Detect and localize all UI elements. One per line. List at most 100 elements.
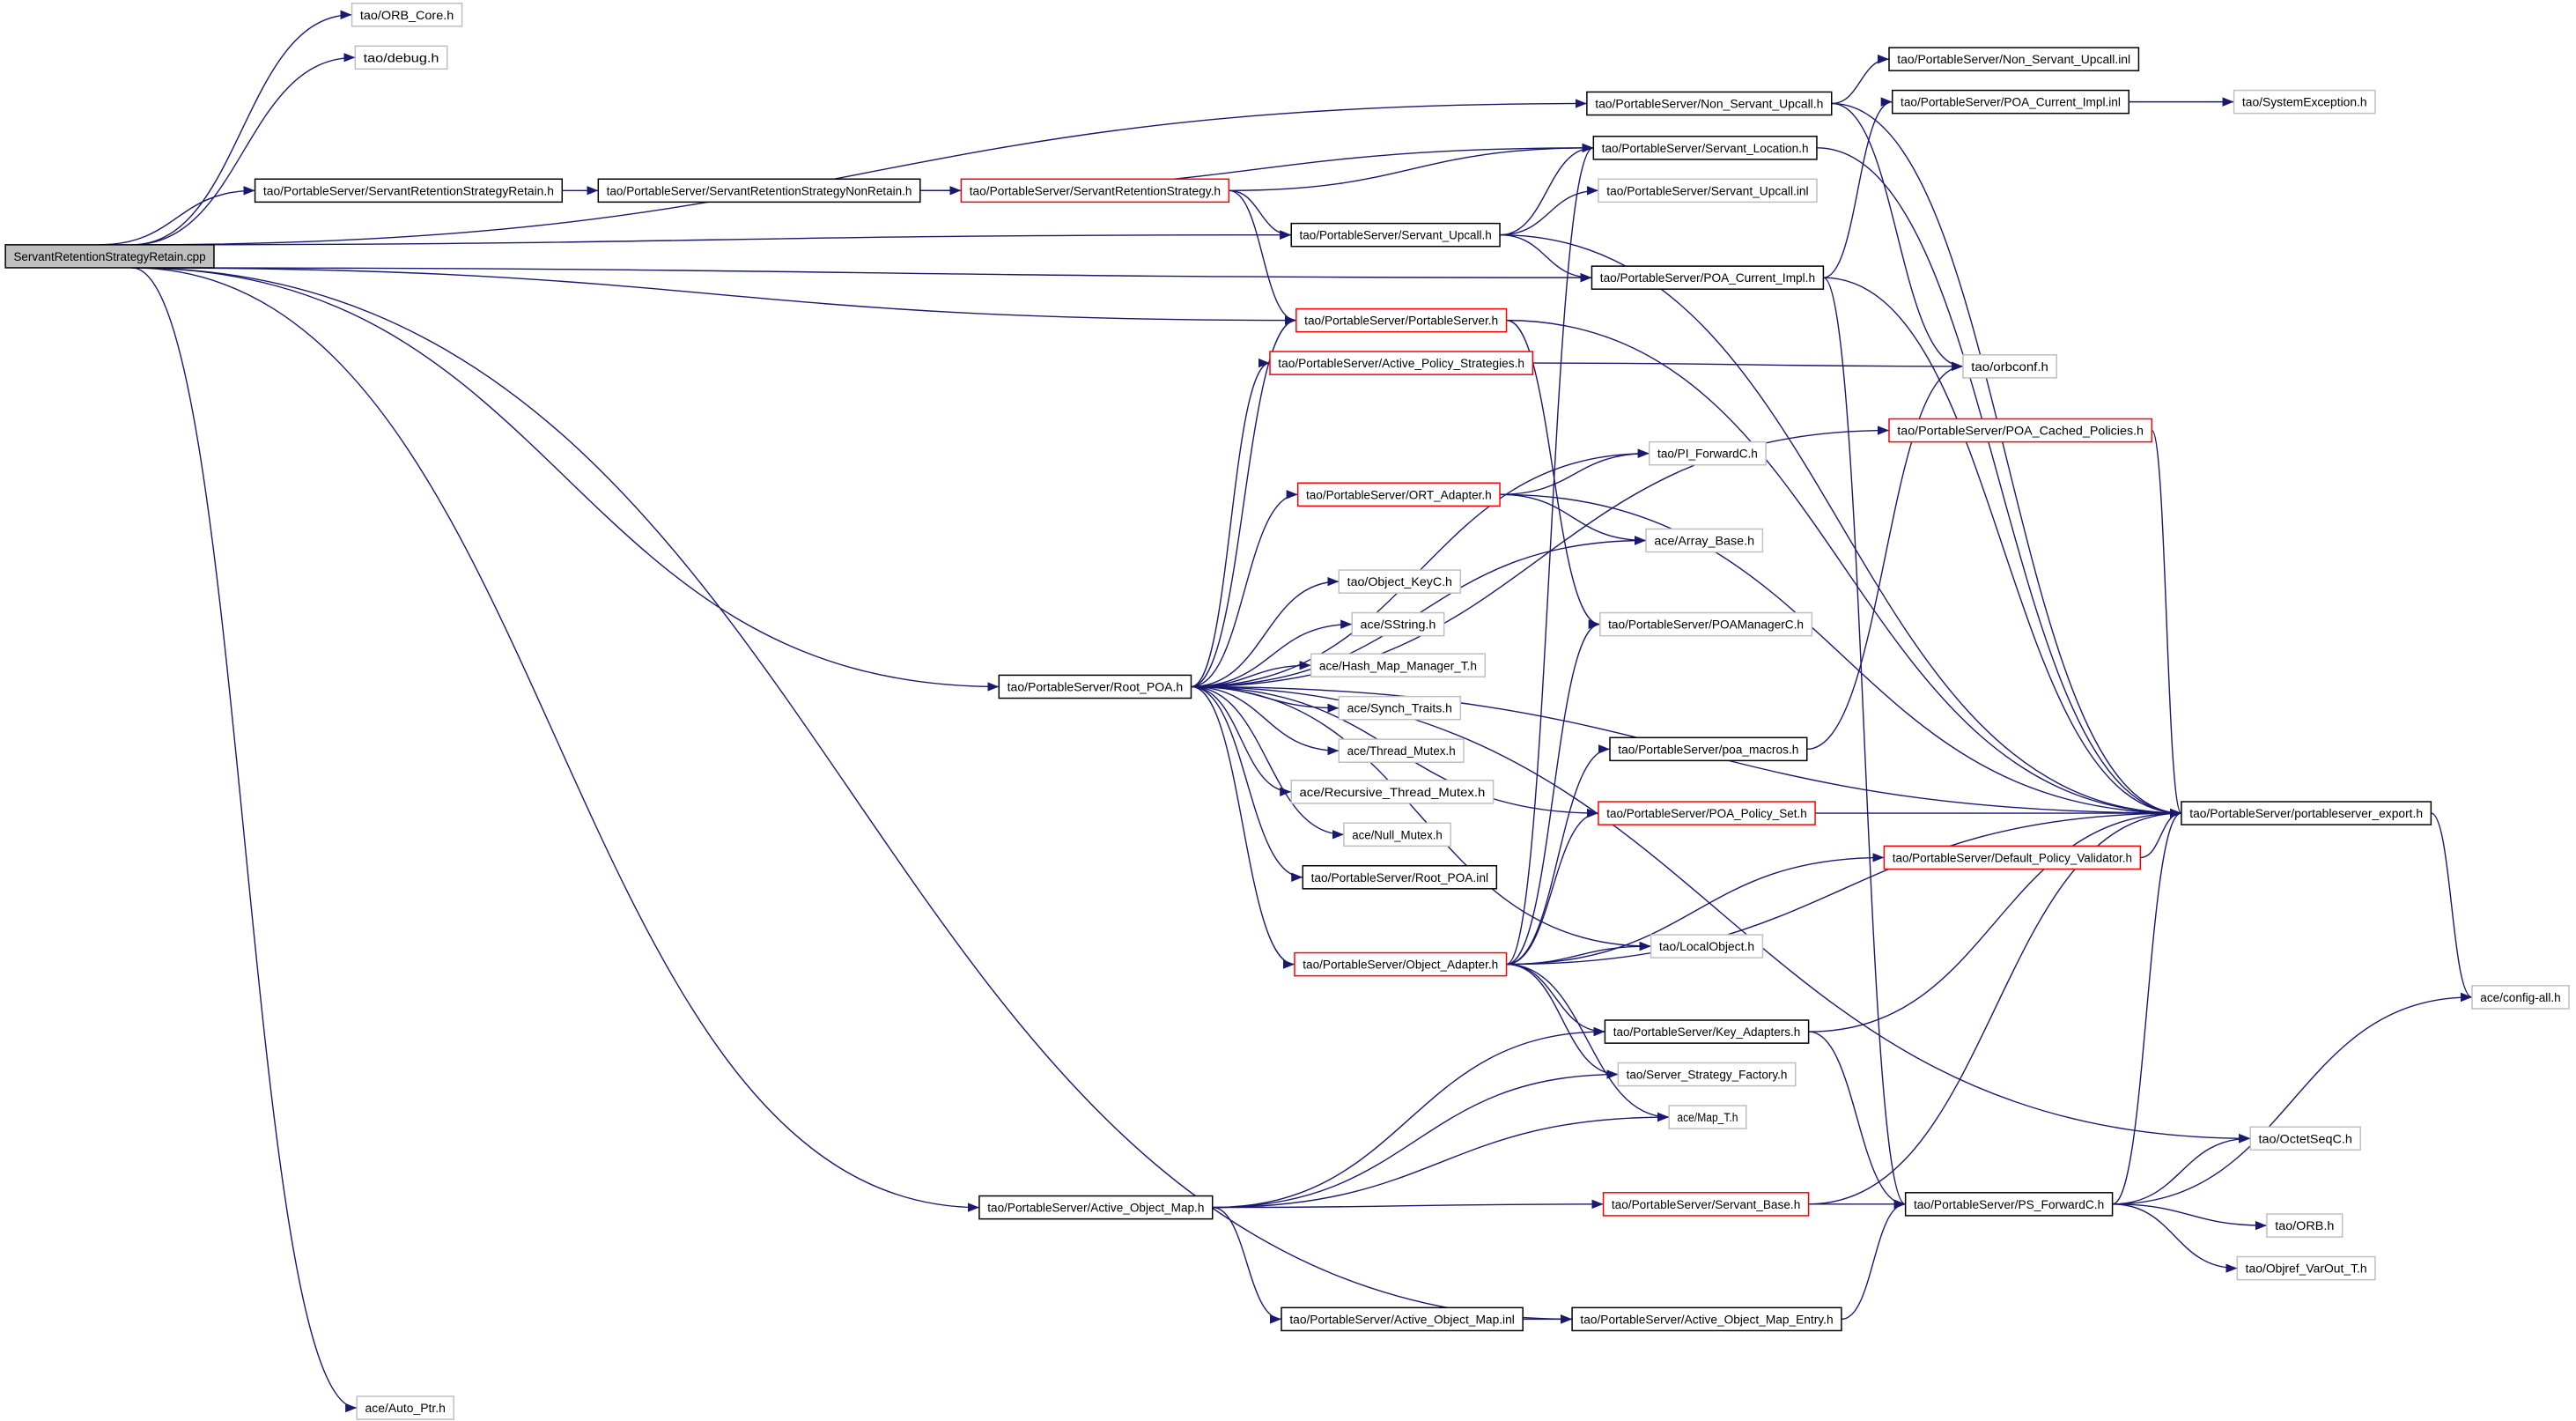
graph-node[interactable]: tao/OctetSeqC.h bbox=[2249, 1126, 2361, 1151]
graph-node[interactable]: tao/PortableServer/portableserver_export… bbox=[2181, 801, 2432, 825]
dependency-edge bbox=[2112, 808, 2182, 1205]
graph-node[interactable]: tao/PortableServer/Servant_Upcall.inl bbox=[1598, 178, 1818, 204]
graph-node[interactable]: tao/SystemException.h bbox=[2233, 89, 2376, 115]
graph-node[interactable]: tao/PortableServer/poa_macros.h bbox=[1609, 736, 1808, 762]
graph-node[interactable]: tao/PortableServer/POAManagerC.h bbox=[1599, 611, 1813, 637]
graph-node[interactable]: ace/Synch_Traits.h bbox=[1338, 695, 1462, 721]
graph-node[interactable]: tao/PortableServer/PS_ForwardC.h bbox=[1904, 1192, 2114, 1217]
dependency-edge bbox=[1500, 233, 2181, 818]
graph-node[interactable]: tao/PortableServer/Root_POA.h bbox=[998, 674, 1192, 699]
graph-node[interactable]: tao/PortableServer/Root_POA.inl bbox=[1302, 864, 1498, 890]
node-box bbox=[998, 674, 1192, 699]
graph-node[interactable]: ace/Map_T.h bbox=[1668, 1105, 1747, 1129]
node-label: ace/Null_Mutex.h bbox=[1352, 828, 1443, 842]
graph-node[interactable]: tao/PortableServer/PortableServer.h bbox=[1295, 307, 1508, 333]
graph-node[interactable]: ace/Recursive_Thread_Mutex.h bbox=[1290, 780, 1495, 804]
node-box bbox=[1269, 351, 1534, 375]
graph-node[interactable]: tao/PI_ForwardC.h bbox=[1648, 440, 1767, 466]
graph-node[interactable]: ace/config-all.h bbox=[2471, 985, 2570, 1010]
graph-node[interactable]: ace/Null_Mutex.h bbox=[1343, 822, 1451, 847]
node-box bbox=[1648, 440, 1767, 466]
dependency-edge bbox=[1229, 143, 1594, 192]
dependency-edge bbox=[131, 267, 1296, 325]
node-label: tao/ORB_Core.h bbox=[360, 9, 454, 23]
graph-node[interactable]: tao/PortableServer/ServantRetentionStrat… bbox=[254, 178, 564, 204]
dependency-edge bbox=[1816, 147, 2181, 818]
dependency-edge bbox=[2112, 1203, 2238, 1273]
graph-node[interactable]: tao/PortableServer/Non_Servant_Upcall.h bbox=[1586, 91, 1833, 116]
node-box bbox=[1599, 611, 1813, 637]
graph-node[interactable]: tao/Objref_VarOut_T.h bbox=[2236, 1255, 2376, 1281]
graph-node[interactable]: ace/Array_Base.h bbox=[1645, 528, 1764, 553]
graph-node[interactable]: tao/PortableServer/Default_Policy_Valida… bbox=[1883, 845, 2142, 870]
node-label: tao/PortableServer/ORT_Adapter.h bbox=[1306, 488, 1492, 502]
dependency-edge bbox=[1500, 186, 1598, 236]
dependency-edge bbox=[1229, 189, 1292, 240]
node-label: tao/PortableServer/Active_Object_Map_Ent… bbox=[1580, 1313, 1833, 1327]
graph-node[interactable]: tao/PortableServer/POA_Current_Impl.h bbox=[1591, 265, 1825, 290]
graph-node[interactable]: tao/LocalObject.h bbox=[1650, 934, 1764, 958]
node-box bbox=[1602, 1192, 1810, 1217]
node-box bbox=[1883, 845, 2142, 870]
node-box bbox=[1290, 222, 1501, 248]
graph-node[interactable]: ServantRetentionStrategyRetain.cpp bbox=[4, 244, 215, 269]
node-box bbox=[1310, 653, 1487, 678]
graph-node[interactable]: ace/SString.h bbox=[1351, 611, 1445, 637]
node-box bbox=[2471, 985, 2570, 1010]
node-box bbox=[1650, 934, 1764, 958]
node-box bbox=[2233, 89, 2376, 115]
node-label: ace/config-all.h bbox=[2480, 991, 2560, 1005]
dependency-edge bbox=[1823, 277, 1906, 1209]
graph-node[interactable]: tao/PortableServer/Object_Adapter.h bbox=[1294, 951, 1508, 977]
node-box bbox=[351, 2, 463, 27]
dependency-edge bbox=[1506, 143, 1594, 966]
graph-node[interactable]: tao/PortableServer/ServantRetentionStrat… bbox=[960, 178, 1230, 204]
graph-node[interactable]: tao/PortableServer/ORT_Adapter.h bbox=[1296, 482, 1501, 507]
dependency-edge bbox=[131, 267, 1000, 692]
graph-node[interactable]: tao/orbconf.h bbox=[1962, 354, 2057, 379]
graph-node[interactable]: tao/PortableServer/Servant_Location.h bbox=[1592, 136, 1818, 160]
graph-node[interactable]: tao/PortableServer/Active_Policy_Strateg… bbox=[1269, 351, 1534, 375]
dependency-edge bbox=[131, 99, 1587, 246]
node-box bbox=[960, 178, 1230, 204]
graph-node[interactable]: tao/ORB_Core.h bbox=[351, 2, 463, 27]
node-box bbox=[1645, 528, 1764, 553]
node-label: tao/PortableServer/PS_ForwardC.h bbox=[1914, 1198, 2104, 1212]
graph-node[interactable]: ace/Thread_Mutex.h bbox=[1338, 738, 1465, 763]
graph-node[interactable]: tao/PortableServer/Active_Object_Map.inl bbox=[1281, 1306, 1524, 1332]
graph-node[interactable]: tao/debug.h bbox=[354, 45, 448, 70]
graph-node[interactable]: tao/Object_KeyC.h bbox=[1338, 569, 1462, 594]
graph-node[interactable]: tao/PortableServer/Servant_Upcall.h bbox=[1290, 222, 1501, 248]
dependency-edge bbox=[1806, 361, 1963, 751]
graph-node[interactable]: tao/PortableServer/Active_Object_Map_Ent… bbox=[1571, 1306, 1842, 1332]
dependency-edge bbox=[1212, 1069, 1619, 1209]
graph-node[interactable]: tao/PortableServer/Active_Object_Map.h bbox=[978, 1195, 1214, 1220]
graph-node[interactable]: tao/PortableServer/ServantRetentionStrat… bbox=[597, 178, 921, 204]
graph-node[interactable]: tao/PortableServer/POA_Cached_Policies.h bbox=[1888, 418, 2153, 443]
dependency-edge bbox=[1841, 1199, 1906, 1321]
dependency-edge bbox=[1506, 744, 1610, 966]
dependency-edge bbox=[1191, 685, 1292, 796]
graph-node[interactable]: tao/PortableServer/Key_Adapters.h bbox=[1604, 1019, 1810, 1044]
graph-node[interactable]: tao/ORB.h bbox=[2266, 1213, 2343, 1238]
dependency-edge bbox=[131, 230, 1292, 246]
node-box bbox=[1604, 1019, 1810, 1044]
dependency-edge bbox=[1212, 1026, 1605, 1209]
graph-node[interactable]: ace/Hash_Map_Manager_T.h bbox=[1310, 653, 1487, 678]
node-label: tao/SystemException.h bbox=[2242, 96, 2367, 110]
dependency-edge bbox=[1808, 808, 2181, 1205]
graph-node[interactable]: tao/PortableServer/Non_Servant_Upcall.in… bbox=[1888, 47, 2140, 71]
graph-node[interactable]: tao/PortableServer/POA_Policy_Set.h bbox=[1598, 801, 1816, 825]
node-label: tao/PortableServer/PortableServer.h bbox=[1304, 315, 1498, 329]
dependency-edge bbox=[1506, 619, 1600, 966]
node-label: tao/PortableServer/Non_Servant_Upcall.in… bbox=[1897, 53, 2130, 67]
dependency-edge bbox=[1191, 685, 1651, 951]
graph-node[interactable]: tao/PortableServer/Servant_Base.h bbox=[1602, 1192, 1810, 1217]
graph-node[interactable]: tao/Server_Strategy_Factory.h bbox=[1617, 1062, 1797, 1087]
graph-node[interactable]: tao/PortableServer/POA_Current_Impl.inl bbox=[1891, 89, 2129, 115]
dependency-edge bbox=[1191, 685, 1340, 756]
dependency-edge bbox=[1831, 102, 1963, 372]
node-label: tao/PortableServer/Servant_Upcall.inl bbox=[1606, 184, 1808, 198]
graph-node[interactable]: ace/Auto_Ptr.h bbox=[356, 1395, 454, 1420]
